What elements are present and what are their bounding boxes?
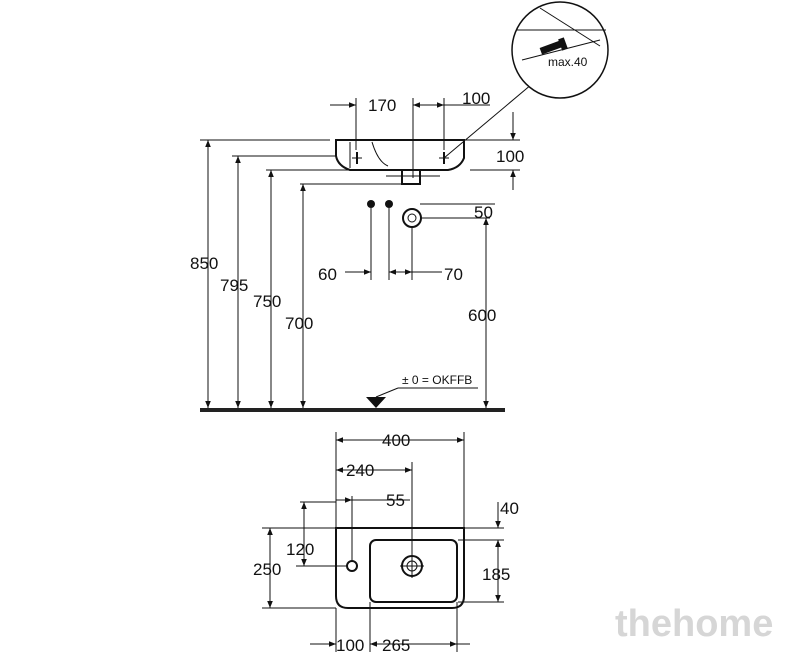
dim-265: 265 bbox=[382, 636, 410, 655]
dim-55: 55 bbox=[386, 491, 405, 510]
floor-datum-label: ± 0 = OKFFB bbox=[402, 373, 472, 387]
dim-120: 120 bbox=[286, 540, 314, 559]
dim-70: 70 bbox=[444, 265, 463, 284]
dim-250: 250 bbox=[253, 560, 281, 579]
tap-hole-icon bbox=[346, 560, 358, 572]
bolt-right-icon bbox=[385, 200, 393, 208]
basin-plan bbox=[335, 527, 465, 609]
plan-view: 400 240 55 40 185 120 250 bbox=[253, 431, 519, 655]
dim-600: 600 bbox=[468, 306, 496, 325]
basin-elevation bbox=[335, 139, 465, 185]
dim-50: 50 bbox=[474, 203, 493, 222]
dim-240: 240 bbox=[346, 461, 374, 480]
dim-795: 795 bbox=[220, 276, 248, 295]
elevation-view: ± 0 = OKFFB 170 100 bbox=[190, 1, 609, 412]
dim-850: 850 bbox=[190, 254, 218, 273]
dim-100-side: 100 bbox=[496, 147, 524, 166]
dim-60: 60 bbox=[318, 265, 337, 284]
detail-leader bbox=[443, 83, 533, 159]
basin-bowl bbox=[369, 539, 458, 603]
dim-750: 750 bbox=[253, 292, 281, 311]
dim-40: 40 bbox=[500, 499, 519, 518]
dim-400: 400 bbox=[382, 431, 410, 450]
dim-700: 700 bbox=[285, 314, 313, 333]
datum-triangle bbox=[366, 397, 386, 408]
dim-185: 185 bbox=[482, 565, 510, 584]
dim-100-top: 100 bbox=[462, 89, 490, 108]
waste-outlet-icon bbox=[402, 208, 422, 228]
detail-max-label: max.40 bbox=[548, 55, 588, 69]
screw-icon bbox=[539, 37, 568, 55]
dim-100-bottom: 100 bbox=[336, 636, 364, 655]
dim-170: 170 bbox=[368, 96, 396, 115]
watermark-logo: thehome bbox=[615, 603, 773, 645]
bolt-left-icon bbox=[367, 200, 375, 208]
